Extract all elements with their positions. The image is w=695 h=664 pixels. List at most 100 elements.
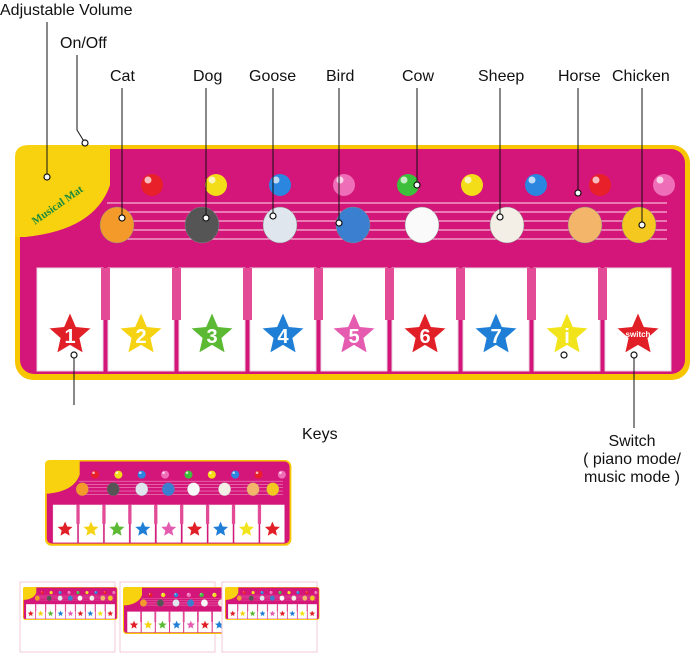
- ball-button: [269, 174, 291, 196]
- black-key: [231, 504, 236, 524]
- callout-dot: [269, 212, 277, 220]
- animal-cow: [77, 595, 83, 601]
- ball-button: [254, 470, 263, 479]
- key-star: [56, 609, 65, 617]
- animal-chicken: [266, 482, 280, 496]
- ball-highlight: [200, 593, 202, 595]
- key-star: [470, 308, 522, 357]
- key-star: [258, 609, 267, 617]
- key-star: [133, 519, 153, 538]
- key-star: [27, 609, 35, 617]
- ball-button: [260, 591, 264, 595]
- black-key: [35, 604, 37, 612]
- ball-highlight: [296, 591, 298, 593]
- animal-dog: [248, 595, 254, 601]
- black-key: [197, 611, 199, 622]
- key-star: [96, 609, 104, 617]
- key-star: [229, 609, 237, 617]
- animal-goose: [57, 595, 63, 601]
- animal-cow: [200, 599, 208, 607]
- key-star: [328, 308, 380, 357]
- key-star: [541, 308, 593, 357]
- ball-button: [199, 592, 204, 598]
- ball-highlight: [261, 591, 263, 593]
- animal-cat: [34, 595, 40, 601]
- black-key: [140, 611, 142, 622]
- black-key: [168, 611, 171, 622]
- black-key: [237, 604, 239, 612]
- black-key: [182, 611, 185, 622]
- animal-sheep: [89, 595, 95, 601]
- ball-highlight: [94, 591, 96, 593]
- key-star: [185, 519, 204, 538]
- callout-dot: [560, 351, 568, 359]
- ball-highlight: [174, 593, 176, 595]
- callout-dot: [630, 351, 638, 359]
- label-dog: Dog: [193, 68, 223, 85]
- key-star: [106, 609, 114, 617]
- speaker-panel: [15, 145, 110, 237]
- key-star: [298, 609, 306, 617]
- ball-highlight: [528, 176, 536, 184]
- label-on-off: On/Off: [60, 35, 107, 52]
- ball-button: [85, 591, 89, 595]
- key-star: [55, 519, 75, 538]
- black-key: [76, 504, 80, 524]
- key-label: 4: [277, 326, 289, 348]
- ball-button: [90, 470, 100, 479]
- black-key: [266, 604, 269, 612]
- ball-highlight: [112, 591, 114, 593]
- ball-button: [212, 592, 217, 598]
- key-star: [159, 519, 178, 538]
- ball-button: [231, 470, 240, 479]
- ball-button: [314, 591, 318, 595]
- animal-bird: [335, 206, 371, 244]
- callout-dot: [43, 173, 51, 181]
- label-chicken: Chicken: [612, 68, 670, 85]
- ball-highlight: [185, 471, 189, 475]
- ball-button: [184, 470, 193, 479]
- ball-highlight: [41, 591, 43, 593]
- label-horse: Horse: [558, 68, 601, 85]
- key-label: 7: [490, 326, 501, 348]
- key-star: [263, 519, 282, 538]
- key-star: [44, 308, 96, 357]
- ball-highlight: [162, 471, 165, 475]
- ball-button: [242, 591, 246, 595]
- black-key: [211, 611, 213, 622]
- animal-horse: [567, 206, 603, 244]
- animal-cat: [75, 482, 89, 496]
- animal-dog: [156, 599, 164, 607]
- black-key: [527, 268, 536, 320]
- ball-highlight: [279, 471, 282, 475]
- animal-dog: [46, 595, 52, 601]
- key-star: [66, 609, 74, 617]
- key-star: [107, 519, 127, 538]
- callout-dot: [202, 214, 210, 222]
- black-key: [306, 604, 308, 612]
- ball-highlight: [138, 471, 142, 475]
- black-key: [246, 604, 249, 612]
- key-star: [185, 619, 196, 630]
- key-star: [81, 519, 101, 538]
- black-key: [205, 504, 210, 524]
- ball-button: [251, 591, 255, 595]
- ball-highlight: [68, 591, 69, 593]
- callout-dot: [496, 213, 504, 221]
- key-star: [47, 609, 55, 617]
- ball-button: [296, 591, 300, 595]
- black-key: [94, 604, 96, 612]
- ball-highlight: [209, 471, 212, 475]
- label-sheep: Sheep: [478, 68, 525, 85]
- ball-highlight: [272, 176, 280, 184]
- ball-highlight: [92, 471, 95, 475]
- key-star: [186, 308, 238, 357]
- ball-button: [287, 591, 291, 595]
- ball-button: [76, 591, 80, 595]
- animal-horse: [302, 595, 308, 601]
- key-star: [237, 519, 256, 538]
- key-label: switch: [626, 330, 651, 339]
- label-cow: Cow: [402, 68, 435, 85]
- animal-bird: [162, 482, 175, 496]
